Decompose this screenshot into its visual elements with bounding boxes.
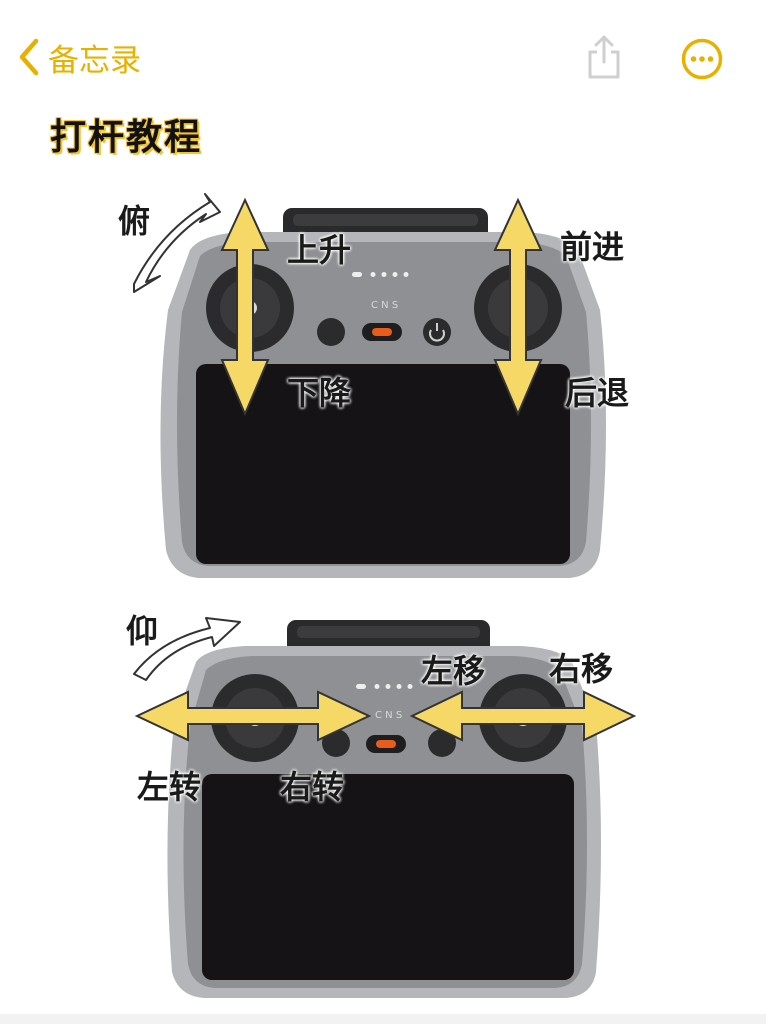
label-move-left: 左移 (421, 652, 486, 690)
label-turn-right: 右转 (280, 768, 345, 806)
chevron-left-icon (19, 38, 39, 76)
bottom-edge (0, 1014, 766, 1024)
label-backward: 后退 (565, 374, 630, 412)
label-descend: 下降 (287, 374, 352, 412)
controller-diagram-bottom: C N S 仰 左移 右移 左转 右转 (0, 600, 766, 1012)
controller-diagram-top: C N S 俯 上升 下降 前进 后退 (0, 180, 766, 590)
label-turn-left: 左转 (137, 768, 202, 806)
back-label: 备忘录 (48, 42, 141, 79)
svg-text:C N S: C N S (375, 710, 402, 721)
more-button[interactable] (681, 38, 723, 84)
label-pitch-up: 仰 (126, 612, 159, 650)
svg-text:C N S: C N S (371, 300, 398, 311)
back-button[interactable]: 备忘录 (18, 36, 141, 79)
more-icon (681, 38, 723, 80)
label-pitch-down: 俯 (118, 202, 151, 240)
note-title: 打杆教程 (50, 117, 203, 158)
controller-top-illustration: C N S (133, 193, 606, 578)
nav-bar: 备忘录 (0, 0, 766, 115)
share-icon (588, 35, 620, 79)
label-move-right: 右移 (549, 650, 614, 688)
controller-bottom-illustration: C N S (133, 617, 637, 998)
label-ascend: 上升 (287, 231, 352, 269)
label-forward: 前进 (560, 228, 625, 266)
share-button[interactable] (583, 34, 625, 84)
